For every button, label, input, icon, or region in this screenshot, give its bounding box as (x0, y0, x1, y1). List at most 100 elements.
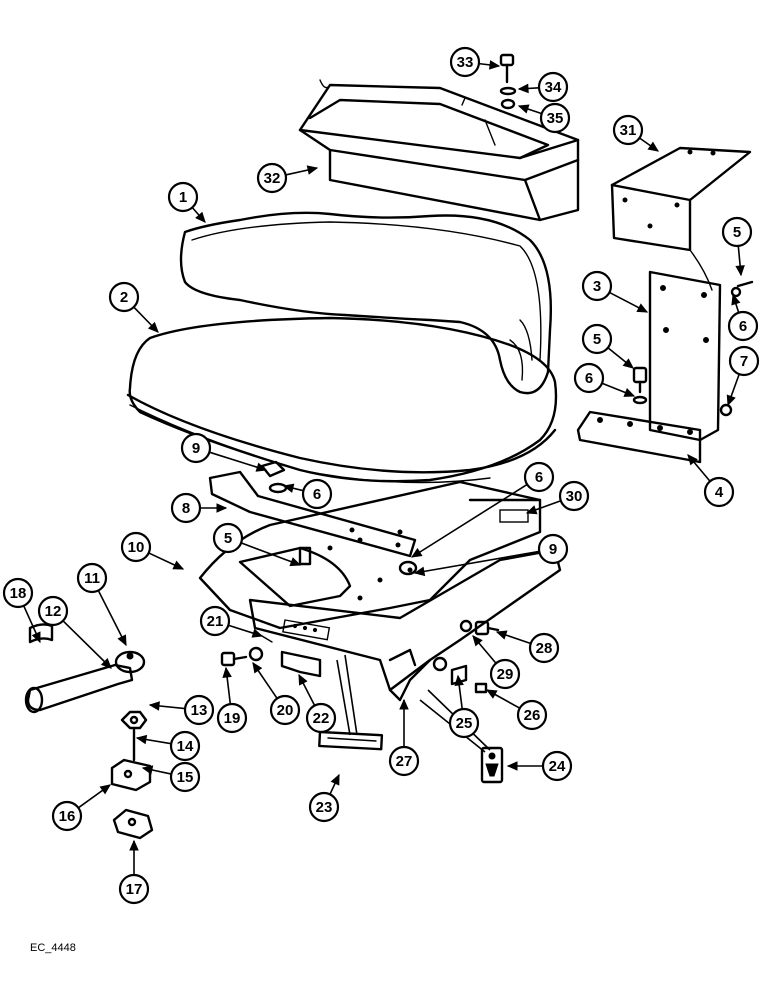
callout-circle (581, 270, 613, 302)
callout-arrowhead (726, 394, 736, 407)
callout-circle (212, 522, 244, 554)
callout-arrowhead (306, 165, 319, 175)
callout-circle (305, 702, 337, 734)
callout-arrowhead (172, 560, 185, 570)
callout-arrowhead (195, 211, 206, 223)
callout-label: 30 (566, 488, 583, 505)
callout-circle (37, 595, 69, 627)
callout-12: 12 (37, 595, 112, 669)
callout-arrowhead (330, 773, 340, 786)
callout-arrowhead (135, 734, 148, 745)
callout-label: 22 (313, 710, 330, 727)
callout-label: 14 (177, 738, 194, 755)
callout-31: 31 (612, 114, 660, 152)
callout-5c: 5 (212, 522, 302, 567)
callout-label: 9 (192, 440, 200, 457)
callout-arrowhead (687, 454, 698, 466)
callout-label: 5 (224, 530, 232, 547)
callout-6c: 6 (282, 478, 333, 510)
callout-label: 18 (10, 585, 27, 602)
callout-circle (2, 577, 34, 609)
callout-arrowhead (636, 303, 649, 313)
callout-label: 10 (128, 539, 145, 556)
callout-circle (573, 362, 605, 394)
callout-22: 22 (298, 673, 337, 734)
callout-arrowhead (472, 635, 483, 647)
callout-arrowhead (289, 557, 302, 567)
callout-2: 2 (108, 281, 159, 333)
part-lever-knob-stack (110, 710, 154, 840)
callout-arrowhead (282, 483, 295, 493)
callout-arrowhead (255, 462, 268, 472)
callout-label: 33 (457, 54, 474, 71)
part-rail-fasteners (450, 619, 500, 694)
callout-circle (721, 216, 753, 248)
callout-arrowhead (147, 321, 159, 333)
callout-circle (541, 750, 573, 782)
callout-arrowhead (735, 265, 745, 277)
callout-circle (388, 745, 420, 777)
part-slide-rail (248, 548, 562, 702)
callout-28: 28 (495, 630, 560, 664)
callout-circle (308, 791, 340, 823)
callout-circle (703, 476, 735, 508)
callout-25: 25 (448, 674, 480, 739)
callout-label: 6 (739, 318, 747, 335)
callout-arrowhead (99, 784, 111, 795)
callout-label: 8 (182, 500, 190, 517)
callout-circle (558, 480, 590, 512)
callout-arrowhead (489, 60, 501, 70)
callout-circle (523, 461, 555, 493)
callout-1: 1 (167, 181, 206, 223)
callout-26: 26 (485, 689, 548, 731)
callout-arrowhead (216, 503, 228, 513)
part-slide-hardware (220, 635, 322, 678)
callout-leader (240, 542, 301, 566)
callout-leader (414, 550, 540, 574)
part-decal-scale (318, 730, 384, 751)
callout-arrowhead (141, 765, 154, 775)
callout-label: 5 (593, 331, 601, 348)
callout-18: 18 (2, 577, 41, 644)
callout-circle (169, 761, 201, 793)
callout-circle (108, 281, 140, 313)
callout-34: 34 (517, 71, 569, 103)
callout-label: 28 (536, 640, 553, 657)
callout-arrowhead (410, 547, 423, 558)
callout-circle (256, 162, 288, 194)
callout-27: 27 (388, 698, 420, 777)
callout-label: 2 (120, 289, 128, 306)
callout-circle (612, 114, 644, 146)
callout-label: 25 (456, 715, 473, 732)
callout-circle (537, 71, 569, 103)
callout-arrowhead (454, 674, 464, 687)
callout-20: 20 (252, 661, 301, 726)
part-decal-seat (480, 746, 504, 784)
callout-label: 6 (585, 370, 593, 387)
callout-circle (183, 694, 215, 726)
callout-21: 21 (199, 605, 264, 638)
callout-label: 24 (549, 758, 566, 775)
callout-circle (448, 707, 480, 739)
callout-arrowhead (525, 505, 538, 515)
callout-label: 17 (126, 881, 143, 898)
callout-circle (727, 310, 759, 342)
callout-5a: 5 (721, 216, 753, 277)
part-backrest (179, 211, 552, 395)
callout-label: 4 (715, 484, 724, 501)
callout-label: 15 (177, 769, 194, 786)
callout-circle (170, 492, 202, 524)
callout-circle (537, 533, 569, 565)
callout-label: 12 (45, 603, 62, 620)
callout-arrowhead (251, 628, 264, 638)
callout-16: 16 (51, 784, 111, 832)
callout-label: 16 (59, 808, 76, 825)
callout-leader (62, 620, 112, 669)
part-adjust-lever (24, 623, 146, 714)
callout-23: 23 (308, 773, 340, 823)
callout-arrowhead (495, 630, 508, 640)
callout-label: 7 (740, 353, 748, 370)
callout-9a: 9 (180, 432, 268, 472)
callout-circle (528, 632, 560, 664)
callout-arrowhead (485, 689, 498, 699)
